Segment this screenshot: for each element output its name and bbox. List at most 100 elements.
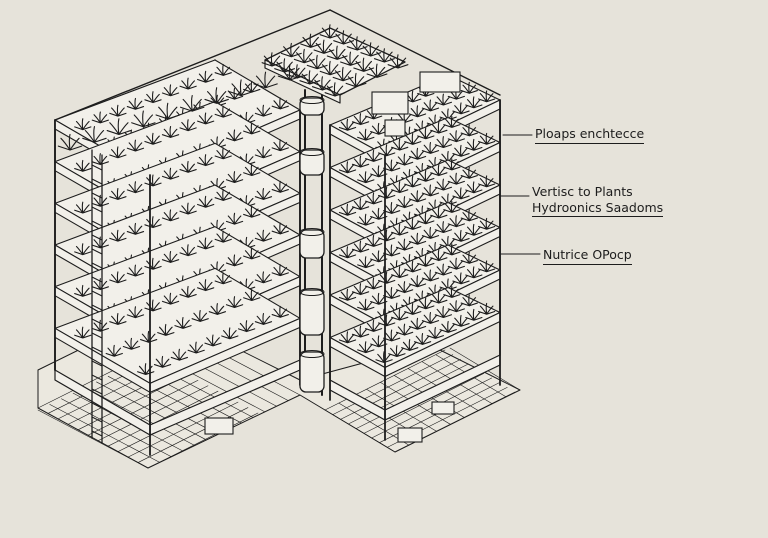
nutrient-tank (299, 97, 325, 116)
plant-leaves (187, 341, 205, 354)
plant-leaves (351, 240, 370, 253)
plant (345, 72, 367, 88)
plant (271, 97, 289, 110)
ladder-rung (91, 332, 103, 339)
plant-leaves (153, 355, 172, 368)
plant (370, 207, 388, 220)
plant (271, 139, 289, 152)
plant (214, 64, 232, 76)
floor-tile-line (49, 404, 160, 463)
plant (319, 60, 341, 76)
plant (243, 289, 261, 302)
plant-leaves (366, 63, 388, 78)
ladder-rung (91, 192, 103, 199)
plant (214, 189, 232, 201)
plant (109, 146, 127, 159)
plant (426, 326, 445, 339)
plant-leaves (395, 323, 414, 336)
plant (109, 229, 127, 242)
ladder-rung (91, 416, 103, 423)
plant (139, 330, 158, 343)
plant-leaves (460, 124, 478, 137)
plant (478, 175, 496, 188)
ladder-rung (91, 360, 103, 367)
plant-leaves (383, 329, 401, 342)
plant-leaves (439, 320, 457, 333)
plant (421, 99, 440, 112)
plant-leaves (447, 130, 465, 143)
plant (439, 235, 457, 248)
plant-leaves (174, 316, 192, 329)
plant (271, 180, 289, 193)
plant-leaves (208, 136, 227, 149)
ladder-rung (91, 402, 103, 409)
plant (417, 127, 435, 140)
plant (408, 105, 427, 118)
plant-leaves (421, 99, 440, 112)
plant (254, 188, 273, 200)
plant (74, 284, 92, 297)
plant (225, 254, 244, 267)
plant (324, 82, 346, 97)
ladder-rung (91, 220, 103, 227)
plant-leaves (357, 341, 375, 354)
rooftop-garden (57, 24, 461, 151)
plant-leaves (443, 243, 461, 256)
plant-leaves (106, 118, 132, 135)
plant-leaves (413, 333, 432, 345)
plant-leaves (126, 139, 145, 152)
plant (360, 42, 382, 57)
plant-leaves (465, 266, 483, 279)
plant-leaves (478, 260, 496, 273)
pump-box (397, 427, 423, 443)
plant (421, 226, 440, 239)
plant-leaves (465, 223, 483, 236)
plant-leaves (306, 54, 328, 70)
plant (452, 272, 470, 285)
plant-leaves (364, 192, 383, 205)
plant (465, 308, 483, 321)
plant (338, 331, 357, 344)
plant (277, 63, 303, 81)
plant-leaves (478, 90, 496, 103)
floor-tile-line (96, 381, 207, 441)
plant (364, 149, 383, 162)
plant-leaves (277, 63, 303, 81)
plant-leaves (271, 180, 289, 193)
plant-leaves (280, 42, 302, 58)
plant-leaves (364, 234, 383, 247)
plant-leaves (179, 94, 205, 112)
plant-leaves (126, 306, 145, 319)
plant-leaves (434, 136, 453, 149)
plant (161, 292, 180, 305)
plant (408, 275, 427, 288)
plant-leaves (253, 71, 278, 89)
plant-leaves (214, 272, 232, 285)
plant-leaves (144, 91, 162, 104)
ladder-rung (91, 374, 103, 381)
plant (439, 150, 457, 163)
plant-leaves (161, 292, 180, 305)
plant-leaves (395, 153, 414, 166)
plant (478, 217, 496, 230)
plant-leaves (338, 246, 357, 259)
plant (357, 213, 375, 226)
annotation-top: Ploaps enchtecce (535, 126, 645, 144)
plant-leaves (387, 54, 409, 69)
plant-leaves (404, 175, 422, 188)
plant (443, 115, 461, 128)
ladder-rung (91, 234, 103, 241)
plant (74, 326, 92, 339)
plant-leaves (478, 217, 496, 230)
plant-leaves (357, 171, 375, 184)
plant-leaves (452, 144, 470, 157)
floor-tile-line (61, 398, 172, 458)
plant (395, 323, 414, 336)
plant (91, 111, 109, 124)
plant (434, 306, 453, 319)
plant (225, 212, 244, 225)
plant (126, 264, 145, 277)
plant-leaves (91, 236, 109, 249)
plant (208, 178, 227, 190)
